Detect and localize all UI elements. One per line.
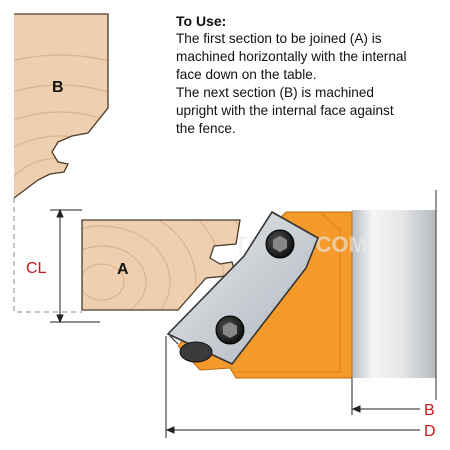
piece-b-dashed-outline xyxy=(13,198,82,313)
workpiece-a xyxy=(81,219,241,311)
dimension-d xyxy=(165,426,420,434)
guide-bearing xyxy=(179,341,213,363)
hex-socket-screw-icon xyxy=(215,315,245,345)
instructions-text: To Use: The first section to be joined (… xyxy=(176,12,446,138)
hex-socket-screw-icon xyxy=(265,229,295,259)
instructions-line: the fence. xyxy=(176,121,236,136)
instructions-title: To Use: xyxy=(176,13,227,29)
centerline-dimension xyxy=(50,208,100,324)
label-piece-a: A xyxy=(117,261,129,278)
dimension-b xyxy=(351,405,420,413)
instructions-line: The first section to be joined (A) is xyxy=(176,31,382,46)
label-dim-d: D xyxy=(424,423,436,440)
instructions-line: face down on the table. xyxy=(176,67,317,82)
instructions-line: machined horizontally with the internal xyxy=(176,49,407,64)
instructions-line: upright with the internal face against xyxy=(176,103,394,118)
label-dim-b: B xyxy=(424,402,435,419)
instructions-line: The next section (B) is machined xyxy=(176,85,374,100)
cutter-shaft xyxy=(352,210,436,378)
label-piece-b: B xyxy=(52,79,64,96)
label-centerline: CL xyxy=(26,260,47,277)
